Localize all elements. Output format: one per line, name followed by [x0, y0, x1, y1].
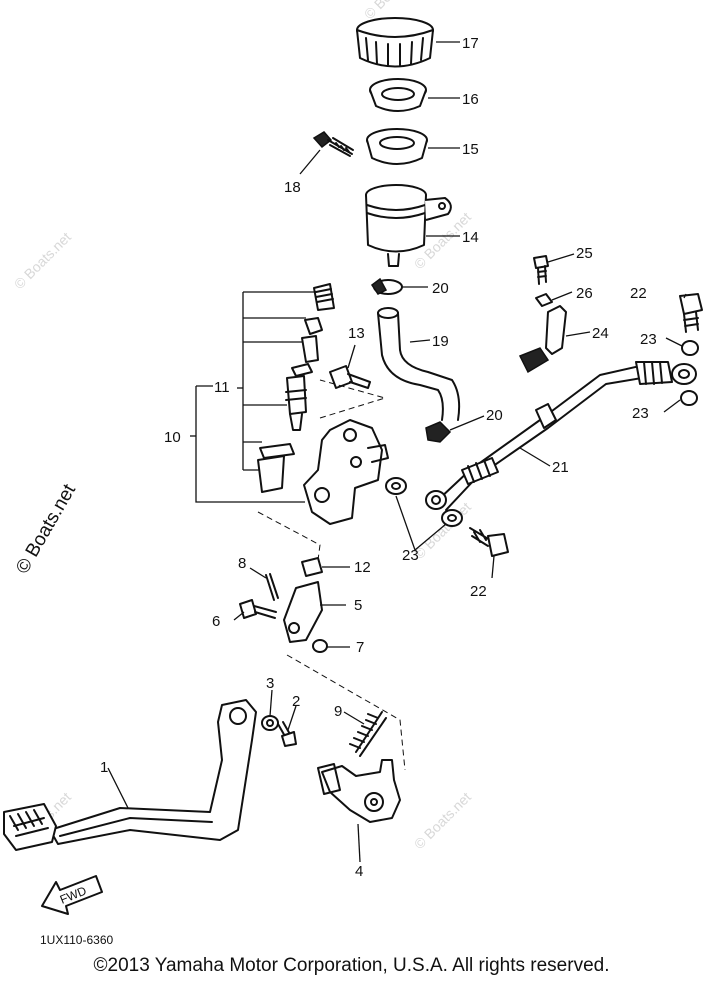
callout-8: 8 [238, 555, 246, 572]
callout-11: 11 [214, 379, 230, 396]
part-20-hose-clip-upper [370, 277, 403, 295]
part-23-washer-lower-a [385, 477, 407, 495]
part-25-bolt [533, 255, 549, 285]
callout-23-upper-a: 23 [640, 331, 657, 348]
part-16-diaphragm-plate [369, 78, 427, 112]
callout-18: 18 [284, 179, 301, 196]
part-15-diaphragm [366, 128, 428, 165]
part-24-hose-holder [518, 305, 567, 374]
callout-24: 24 [592, 325, 609, 342]
part-23-washer-upper-a [681, 340, 699, 356]
part-4-pedal-arm [317, 759, 401, 823]
callout-23-upper-b: 23 [632, 405, 649, 422]
assembly-line-3 [286, 654, 406, 771]
part-12-nut [301, 557, 323, 577]
callout-6: 6 [212, 613, 220, 630]
callout-4: 4 [355, 863, 363, 880]
callout-labels: 17 16 15 18 14 20 13 19 11 10 20 21 25 2… [100, 35, 657, 880]
part-23-washer-upper-b [680, 390, 698, 406]
part-11-piston-kit [257, 283, 335, 493]
part-22-union-bolt-upper [679, 293, 703, 333]
callout-20-lower: 20 [486, 407, 503, 424]
part-17-reservoir-cap [356, 17, 434, 68]
part-21-brake-hose [425, 361, 697, 511]
callout-19: 19 [432, 333, 449, 350]
part-23-washer-lower-b [441, 509, 463, 527]
part-13-union-bolt [329, 365, 371, 389]
diagram-code: 1UX110-6360 [40, 933, 113, 947]
watermark-side: © Boats.net [12, 480, 80, 577]
bracket-lines [190, 291, 316, 503]
copyright-notice: ©2013 Yamaha Motor Corporation, U.S.A. A… [93, 955, 610, 976]
part-9-spring [349, 711, 387, 757]
part-20-hose-clip-lower [425, 421, 452, 443]
part-22-union-bolt-lower [469, 527, 509, 557]
part-1-brake-pedal [3, 699, 257, 851]
callout-22-lower: 22 [470, 583, 487, 600]
callout-1: 1 [100, 759, 108, 776]
callout-21: 21 [552, 459, 569, 476]
part-5-clevis [283, 581, 323, 643]
callout-16: 16 [462, 91, 479, 108]
callout-9: 9 [334, 703, 342, 720]
watermark-3: © Boats.net [411, 499, 474, 562]
part-6-pin [239, 599, 277, 619]
callout-3: 3 [266, 675, 274, 692]
callout-13: 13 [348, 325, 365, 342]
callout-17: 17 [462, 35, 479, 52]
part-18-screw [312, 131, 354, 157]
part-14-reservoir [365, 184, 452, 267]
watermark-1: © Boats.net [11, 229, 74, 292]
callout-12: 12 [354, 559, 371, 576]
callout-23-lower: 23 [402, 547, 419, 564]
assembly-line-2 [257, 511, 321, 561]
leader-lines [107, 41, 687, 863]
callout-20-upper: 20 [432, 280, 449, 297]
part-19-reservoir-hose [377, 307, 461, 421]
callout-15: 15 [462, 141, 479, 158]
part-7-washer [312, 639, 328, 653]
part-8-cotter-pin [265, 573, 279, 601]
part-26-nut [535, 293, 553, 307]
callout-14: 14 [462, 229, 479, 246]
callout-7: 7 [356, 639, 364, 656]
callout-26: 26 [576, 285, 593, 302]
callout-10: 10 [164, 429, 181, 446]
part-2-bolt [277, 721, 297, 747]
fwd-arrow: FWD [41, 875, 103, 915]
watermark-5: © Boats.net [411, 789, 474, 852]
callout-2: 2 [292, 693, 300, 710]
part-3-washer [261, 715, 279, 731]
callout-22-upper: 22 [630, 285, 647, 302]
callout-25: 25 [576, 245, 593, 262]
callout-5: 5 [354, 597, 362, 614]
master-cylinder-body [303, 419, 389, 525]
assembly-line-1 [319, 379, 387, 419]
